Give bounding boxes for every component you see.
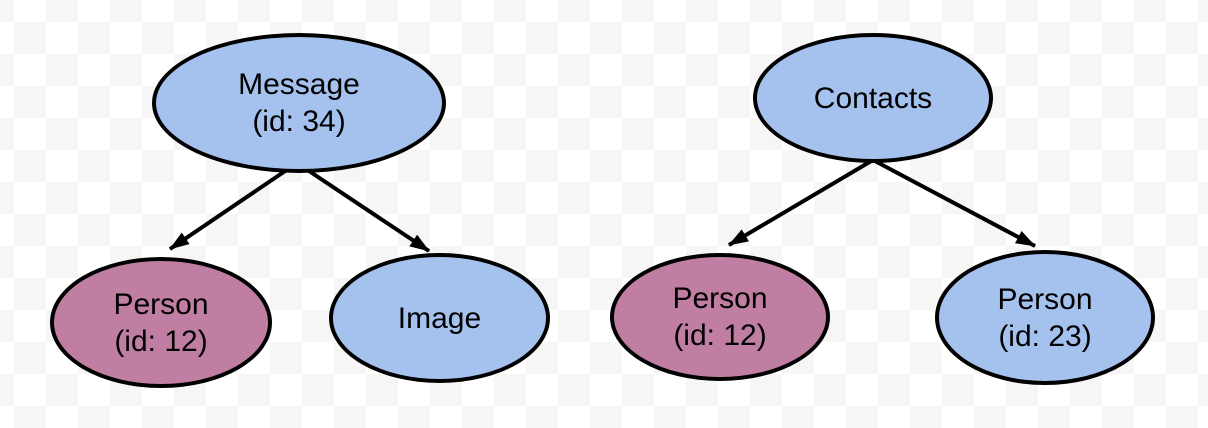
node-label: Image [397,301,482,335]
node-sublabel: (id: 12) [114,324,208,358]
node-label: Person [997,282,1093,316]
edge-message-to-image [295,161,431,253]
node-sublabel: (id: 12) [673,319,767,352]
node-person23: Person (id: 23) [935,250,1155,385]
node-image: Image [329,253,550,383]
node-label: Person [672,282,768,315]
node-contacts: Contacts [753,33,993,163]
node-label: Contacts [813,81,933,115]
node-label: Person [113,287,209,321]
node-message: Message (id: 34) [152,33,446,173]
edge-contacts-to-person12-right [727,158,875,247]
node-person12-left: Person (id: 12) [50,257,272,388]
edge-message-to-person12-left [168,161,299,251]
edge-contacts-to-person23 [872,158,1036,248]
node-sublabel: (id: 34) [252,105,346,138]
node-label: Message [238,68,360,101]
node-person12-right: Person (id: 12) [610,253,830,381]
node-sublabel: (id: 23) [998,319,1092,353]
